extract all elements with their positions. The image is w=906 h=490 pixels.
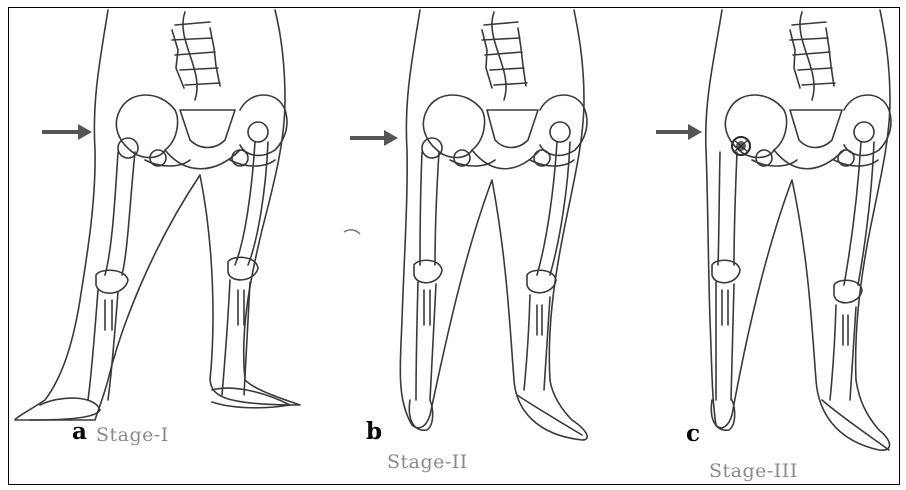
stage-label-a: Stage-I (96, 424, 169, 446)
panel-letter-c: c (686, 420, 700, 447)
panel-c: c Stage-III (604, 0, 906, 490)
right-arrow-icon (350, 130, 398, 146)
panel-letter-b: b (366, 418, 382, 445)
skeleton-illustration-a (0, 0, 302, 490)
panel-b: b Stage-II (302, 0, 604, 490)
right-arrow-icon (656, 124, 702, 140)
skeleton-illustration-b (302, 0, 604, 490)
skeleton-illustration-c (604, 0, 906, 490)
right-arrow-icon (42, 124, 92, 140)
stray-mark (344, 230, 360, 234)
stage-label-c: Stage-III (709, 460, 798, 482)
panel-letter-a: a (72, 418, 87, 445)
panel-a: a Stage-I (0, 0, 302, 490)
stage-label-b: Stage-II (387, 451, 468, 473)
